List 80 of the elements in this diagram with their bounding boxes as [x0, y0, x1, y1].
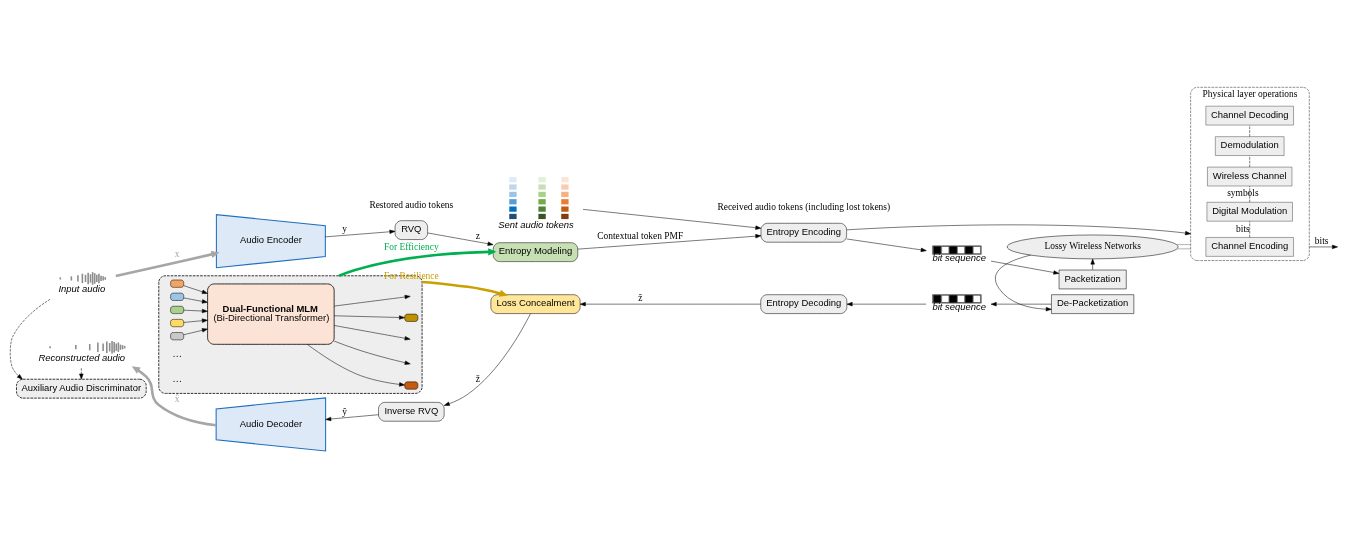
arrow: [333, 294, 411, 306]
node-box: Loss Concealment: [490, 293, 581, 314]
arrow: [995, 254, 1052, 311]
arrow: [79, 367, 84, 379]
node-box: De-Packetization: [1051, 293, 1135, 314]
arrow: [325, 229, 396, 237]
arrow: [846, 238, 927, 252]
node-box: Entropy Decoding: [760, 293, 848, 314]
arrow: [325, 413, 379, 421]
node-box: [170, 318, 184, 327]
node-label: bit sequence: [932, 300, 986, 312]
arrow: [990, 301, 1052, 306]
arrow: [1309, 244, 1338, 249]
edge-label: x: [174, 248, 180, 259]
edge-label: ŷ: [342, 406, 347, 417]
node-box: [170, 331, 184, 340]
node-box: Packetization: [1058, 269, 1127, 289]
arrow: [131, 365, 217, 427]
node-box: [404, 381, 419, 389]
arrow: [183, 297, 208, 303]
arrow: [115, 250, 220, 277]
arrow: [579, 301, 761, 306]
node-box: [170, 292, 184, 301]
node-label: Reconstructed audio: [38, 351, 126, 363]
edge-label: ẑ: [638, 292, 643, 303]
arrow: [183, 308, 208, 313]
node-box: [170, 305, 184, 314]
node-label: Input audio: [58, 282, 106, 294]
arrow: [846, 301, 927, 306]
arrow: [183, 284, 208, 294]
edge-label: x̂: [174, 393, 180, 404]
edge-label: symbols: [1227, 187, 1259, 198]
connector: [1176, 248, 1191, 249]
arrow: [333, 340, 411, 365]
edge-label: z: [475, 230, 480, 241]
arrow: [577, 233, 762, 249]
arrow: [846, 224, 1191, 235]
arrow: [183, 327, 208, 335]
node-box: Auxiliary Audio Discriminator: [16, 378, 147, 399]
arrow: [333, 314, 405, 320]
arrow: [422, 280, 508, 297]
node-box: [170, 279, 184, 288]
edge-label: For Efficiency: [384, 241, 439, 252]
edge-label: ž: [475, 373, 480, 384]
node-box: Wireless Channel: [1207, 166, 1293, 186]
node-box: Entropy Encoding: [760, 222, 847, 242]
node-box: Inverse RVQ: [378, 401, 445, 421]
arrow: [990, 260, 1060, 275]
edge-label: y: [342, 223, 347, 234]
arrow: [443, 312, 531, 406]
label: …: [172, 373, 182, 384]
arrow: [427, 232, 494, 246]
node-box: RVQ: [394, 219, 428, 240]
arrow: [333, 324, 411, 340]
node-box: Audio Decoder: [215, 396, 327, 451]
arrow: [582, 208, 762, 230]
node-box: Dual-Functional MLM (Bi-Directional Transformer): [207, 283, 335, 345]
arrow: [338, 247, 497, 277]
node-box: Entropy Modeling: [492, 241, 579, 262]
label: Received audio tokens (including lost tokens): [717, 201, 891, 212]
arrow: [9, 298, 51, 379]
node-box: Channel Decoding: [1205, 105, 1294, 125]
arrow: [1090, 258, 1095, 270]
label: Restored audio tokens: [369, 199, 454, 210]
node-label: bit sequence: [932, 251, 986, 263]
connector: [1176, 243, 1191, 245]
label: …: [172, 348, 182, 359]
arrow: [183, 318, 208, 323]
edge-label: For Resilience: [383, 270, 439, 281]
node-box: Demodulation: [1215, 135, 1285, 156]
node-box: Channel Encoding: [1205, 236, 1294, 257]
node-ellipse: Lossy Wireless Networks: [1006, 234, 1179, 259]
node-box: Audio Encoder: [215, 213, 326, 268]
node-label: Sent audio tokens: [498, 218, 574, 230]
edge-label: Contextual token PMF: [597, 230, 684, 241]
edge-label: bits: [1314, 235, 1329, 246]
edge-label: bits: [1236, 223, 1250, 234]
arrow: [307, 343, 405, 386]
node-box: [404, 313, 419, 322]
node-box: Digital Modulation: [1206, 201, 1293, 221]
